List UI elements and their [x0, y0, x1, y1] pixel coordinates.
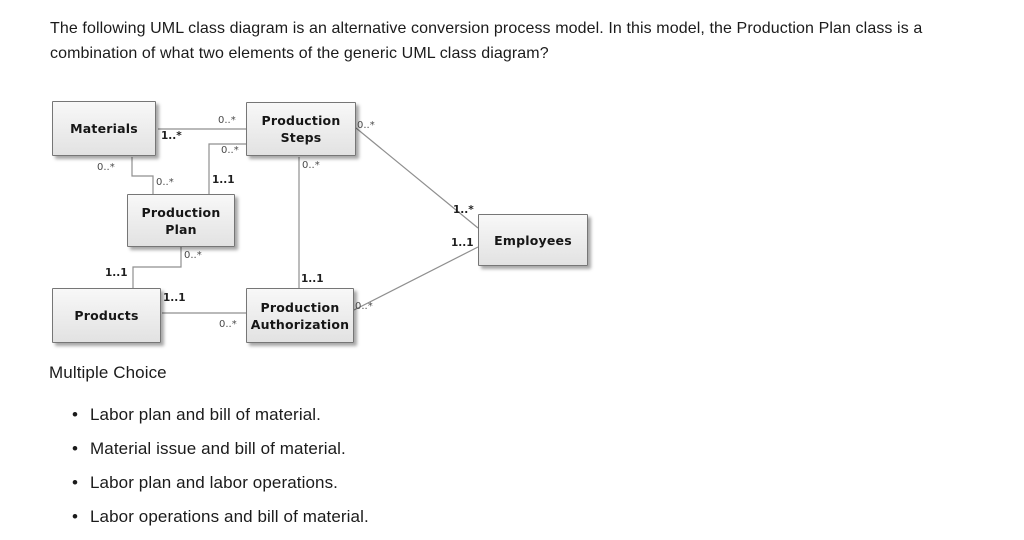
connector-plan-products: [132, 247, 182, 289]
multiplicity-label: 0..*: [184, 250, 202, 261]
class-box-materials: Materials: [52, 101, 156, 156]
uml-class-diagram: Materials Production Steps Production Pl…: [0, 0, 650, 370]
multiplicity-label: 1..1: [212, 174, 235, 186]
answer-option-1[interactable]: Labor plan and bill of material.: [72, 404, 369, 425]
answer-option-4[interactable]: Labor operations and bill of material.: [72, 506, 369, 527]
multiplicity-label: 0..*: [221, 145, 239, 156]
answer-option-3[interactable]: Labor plan and labor operations.: [72, 472, 369, 493]
answer-options: Labor plan and bill of material. Materia…: [72, 404, 369, 540]
class-name: Employees: [494, 232, 572, 248]
connector-lines: [131, 127, 479, 314]
multiplicity-label: 1..1: [451, 237, 474, 249]
answer-option-label: Labor plan and bill of material.: [90, 405, 321, 424]
multiplicity-label: 0..*: [218, 115, 236, 126]
multiplicity-label: 0..*: [357, 120, 375, 131]
class-name: Production Authorization: [250, 299, 350, 332]
class-name: Production Steps: [261, 113, 341, 145]
multiplicity-label: 1..1: [301, 273, 324, 285]
multiplicity-label: 1..*: [161, 130, 182, 142]
connector-authorization-employees: [353, 246, 479, 311]
class-box-products: Products: [52, 288, 161, 343]
question-text: The following UML class diagram is an al…: [50, 20, 923, 62]
class-box-production-authorization: Production Authorization: [246, 288, 354, 343]
multiplicity-label: 0..*: [219, 319, 237, 330]
answer-option-2[interactable]: Material issue and bill of material.: [72, 438, 369, 459]
class-name: Products: [74, 308, 139, 323]
connector-steps-plan: [208, 143, 246, 194]
multiplicity-label: 0..*: [302, 160, 320, 171]
class-box-production-steps: Production Steps: [246, 102, 356, 156]
multiplicity-label: 0..*: [156, 177, 174, 188]
answer-option-label: Labor plan and labor operations.: [90, 473, 338, 492]
connector-materials-plan: [131, 157, 154, 194]
multiplicity-label: 1..1: [105, 267, 128, 279]
answer-option-label: Material issue and bill of material.: [90, 439, 346, 458]
answer-option-label: Labor operations and bill of material.: [90, 507, 369, 526]
connector-steps-employees: [355, 127, 479, 229]
class-name: Materials: [70, 121, 138, 136]
class-box-production-plan: Production Plan: [127, 194, 235, 247]
multiplicity-label: 1..1: [163, 292, 186, 304]
class-name: Production Plan: [141, 204, 221, 237]
class-box-employees: Employees: [478, 214, 588, 266]
multiplicity-label: 1..*: [453, 204, 474, 216]
section-heading: Multiple Choice: [49, 363, 167, 382]
multiplicity-label: 0..*: [355, 301, 373, 312]
multiplicity-label: 0..*: [97, 162, 115, 173]
